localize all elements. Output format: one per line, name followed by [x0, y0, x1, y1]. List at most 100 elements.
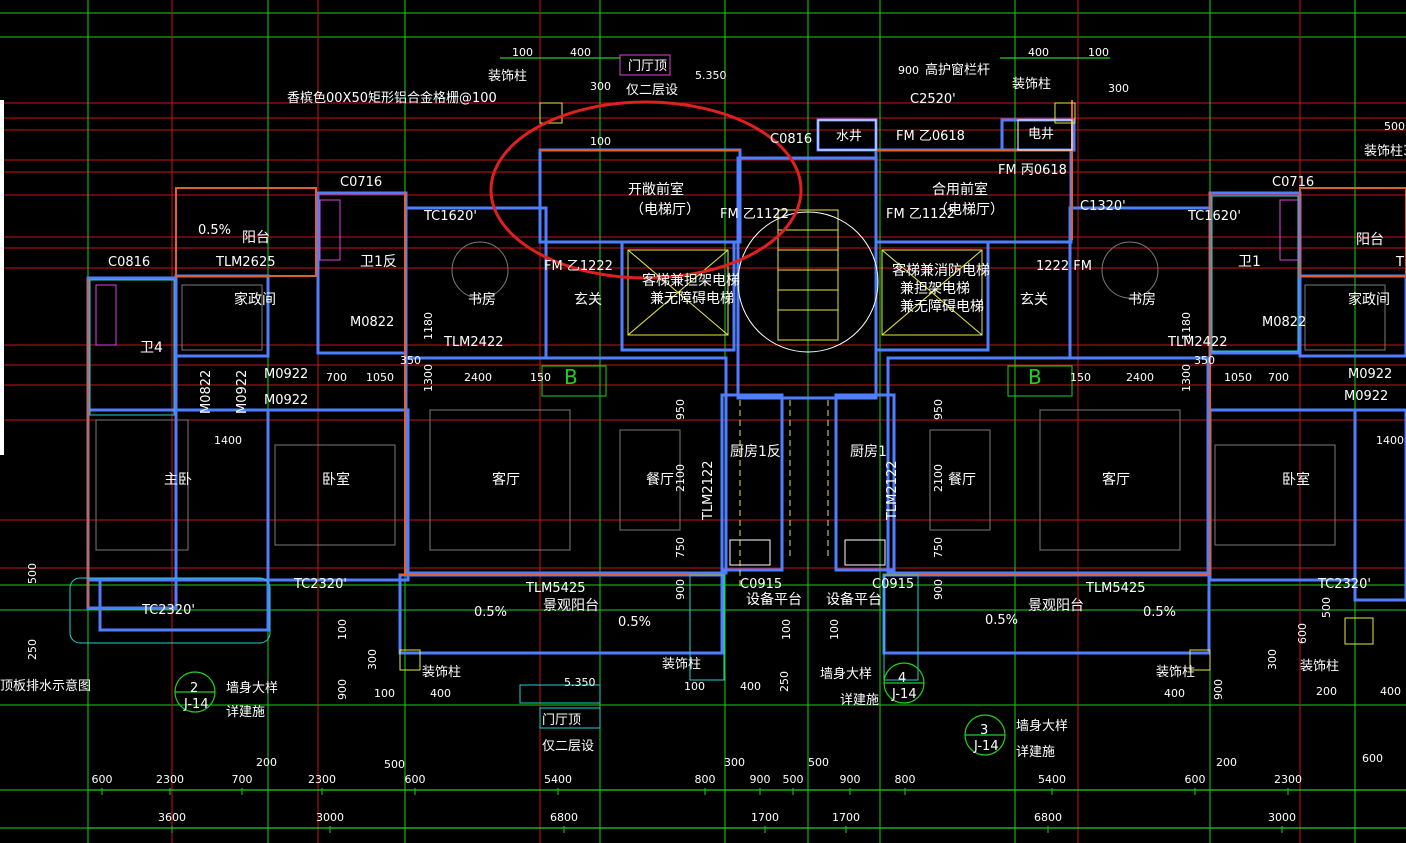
- level-top: 5.350: [695, 69, 727, 82]
- dim-750-r: 750: [932, 537, 945, 558]
- dim-600-b: 600: [1362, 752, 1383, 765]
- dim-500-r: 500: [1384, 120, 1405, 133]
- dim-750-l: 750: [674, 537, 687, 558]
- dim-row2-label-5: 6800: [1034, 811, 1062, 824]
- room-balcony-r: 阳台: [1356, 232, 1384, 248]
- detail-lines: [69, 54, 1374, 729]
- room-bed-r: 卧室: [1282, 471, 1310, 488]
- dim-700-r: 700: [1268, 371, 1289, 384]
- second-floor-only-top: 仅二层设: [626, 83, 678, 98]
- detail-markers: [174, 662, 1006, 756]
- window-c1320: C1320': [1080, 199, 1126, 214]
- window-tick-t: T: [1395, 255, 1404, 270]
- marker-2: 2: [190, 681, 198, 696]
- dim-350-l: 350: [400, 354, 421, 367]
- window-tc1620-l: TC1620': [423, 209, 477, 224]
- dim-300-b: 300: [366, 649, 379, 670]
- dim-400-br: 400: [1164, 687, 1185, 700]
- dim-600-r: 600: [1296, 623, 1309, 644]
- door-m0922-r2: M0922: [1344, 389, 1388, 404]
- window-c0915-r: C0915: [872, 577, 914, 592]
- dim-1400-r: 1400: [1376, 434, 1404, 447]
- electric-well: 电井: [1028, 127, 1054, 142]
- elevator-r-line2: 兼担架电梯: [900, 281, 970, 297]
- marker-3-sub: J-14: [973, 739, 999, 754]
- room-living-l: 客厅: [492, 471, 520, 488]
- slope-landscape-r: 0.5%: [985, 613, 1018, 628]
- big-column-4: 墙身大样: [820, 666, 872, 682]
- dim-100-c: 100: [1088, 46, 1109, 59]
- dim-250: 250: [26, 639, 39, 660]
- dim-950-l: 950: [674, 399, 687, 420]
- room-study-l: 书房: [468, 292, 496, 308]
- dim-150-r: 150: [1070, 371, 1091, 384]
- dim-300-tr: 300: [1108, 82, 1129, 95]
- door-m0822-v: M0822: [199, 370, 214, 414]
- dim-100-a: 100: [512, 46, 533, 59]
- window-tc2320-r: TC2320': [1317, 577, 1371, 592]
- room-shared-lobby: 合用前室: [932, 181, 988, 198]
- decor-column-tl: 装饰柱: [488, 69, 527, 84]
- room-shared-lobby-sub: （电梯厅）: [934, 202, 1004, 218]
- c0816-top: C0816: [770, 132, 812, 147]
- elevator-l-line2: 兼无障碍电梯: [650, 291, 734, 307]
- dim-row1-label-4: 600: [405, 773, 426, 786]
- dim-row1-label-3: 2300: [308, 773, 336, 786]
- dim-2100-r: 2100: [932, 464, 945, 492]
- decor-column-bl: 装饰柱: [422, 665, 461, 680]
- window-c2520: C2520': [910, 92, 956, 107]
- door-m0922-v: M0922: [235, 370, 250, 414]
- decor-column-br: 装饰柱: [1156, 665, 1195, 680]
- dim-row1-label-11: 5400: [1038, 773, 1066, 786]
- guard-rail: 高护窗栏杆: [925, 62, 990, 78]
- canopy-bottom: 门厅顶: [542, 713, 581, 728]
- canopy-top: 门厅顶: [628, 59, 667, 74]
- window-tlm2422-r: TLM2422: [1167, 335, 1227, 350]
- fm-z1122-r: FM 乙1122: [886, 207, 955, 222]
- dim-row1-label-0: 600: [92, 773, 113, 786]
- dim-row2-label-1: 3000: [316, 811, 344, 824]
- dim-row2-label-3: 1700: [751, 811, 779, 824]
- wall-accents: [87, 100, 1211, 608]
- dim-row2-label-6: 3000: [1268, 811, 1296, 824]
- elevator-l-line1: 客梯兼担架电梯: [642, 272, 740, 289]
- room-bath1: 卫1: [1238, 254, 1261, 270]
- detail-2: 详建施: [226, 705, 265, 720]
- room-balcony-l: 阳台: [242, 230, 270, 246]
- decor-column-br2: 装饰柱: [1300, 659, 1339, 674]
- dim-1050-l: 1050: [366, 371, 394, 384]
- dim-100-r: 100: [828, 619, 841, 640]
- dim-500-b: 500: [384, 758, 405, 771]
- guard-rail-900: 900: [898, 64, 919, 77]
- dim-row1-label-13: 2300: [1274, 773, 1302, 786]
- room-foyer-r: 玄关: [1020, 291, 1048, 308]
- window-c0716-r: C0716: [1272, 175, 1314, 190]
- dim-900-br: 900: [1212, 679, 1225, 700]
- dim-200-br: 200: [1316, 685, 1337, 698]
- window-tlm2122-r: TLM2122: [885, 461, 900, 521]
- dim-row2-label-0: 3600: [158, 811, 186, 824]
- dim-900-b: 900: [336, 679, 349, 700]
- drain-note: 顶板排水示意图: [0, 678, 91, 694]
- room-landscape-balcony-r: 景观阳台: [1028, 598, 1084, 614]
- big-column-3: 墙身大样: [1016, 718, 1068, 734]
- dim-100-bm: 100: [684, 680, 705, 693]
- slope-landscape-l: 0.5%: [474, 605, 507, 620]
- dim-300-bm: 300: [724, 756, 745, 769]
- door-m0922-r1: M0922: [1348, 367, 1392, 382]
- dim-row2-label-2: 6800: [550, 811, 578, 824]
- decor-column-bm: 装饰柱: [662, 657, 701, 672]
- dim-1180-l: 1180: [422, 312, 435, 340]
- dim-500-l: 500: [26, 563, 39, 584]
- fm-c0618: FM 丙0618: [998, 163, 1067, 178]
- window-c0816-l: C0816: [108, 255, 150, 270]
- dim-2100-l: 2100: [674, 464, 687, 492]
- annotation-circle: [489, 100, 803, 280]
- dim-250-bm: 250: [778, 671, 791, 692]
- window-c0915-l: C0915: [740, 577, 782, 592]
